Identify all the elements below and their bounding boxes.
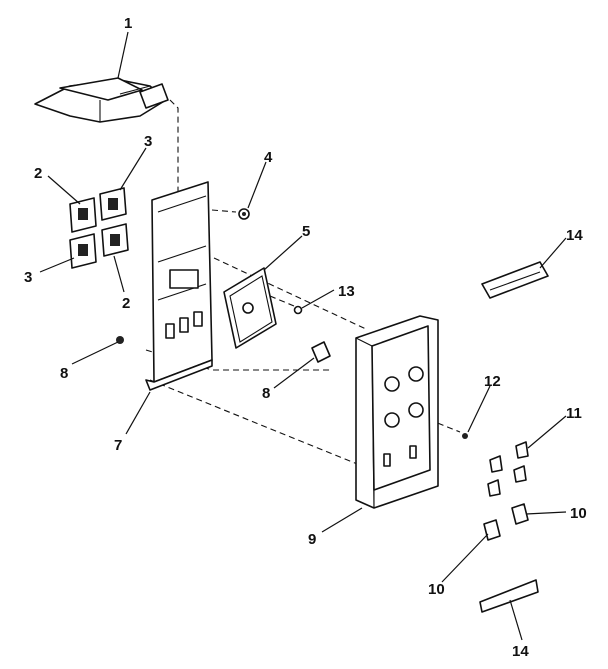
alignment-line-housing-to-screw	[269, 295, 295, 307]
part-1-cover	[34, 77, 169, 123]
callout-labels: 1 2 3 3 2 4 5 13 8 7 8 9 12 11 10 10 14 …	[24, 15, 587, 660]
part-12-nut	[462, 433, 468, 439]
alignment-line-panel-to-nut	[409, 411, 461, 433]
part-7-board	[145, 181, 213, 391]
label-12: 12	[484, 373, 501, 390]
alignment-line-screw-to-board	[211, 209, 237, 213]
label-8-right: 8	[262, 385, 270, 402]
part-14-trim-strips	[479, 261, 549, 613]
label-13: 13	[338, 283, 355, 300]
alignment-line-board-bottom-to-panel	[149, 379, 373, 471]
label-10-left: 10	[428, 581, 445, 598]
label-1: 1	[124, 15, 132, 32]
trim-strip-upper	[481, 261, 549, 299]
label-9: 9	[308, 531, 316, 548]
alignment-line-cover-to-board	[169, 99, 179, 200]
switch-top-right	[99, 187, 127, 221]
part-11-knobs	[487, 441, 529, 497]
switch-bottom-left	[69, 233, 97, 269]
part-10-knobs	[483, 503, 529, 541]
label-11: 11	[566, 405, 582, 422]
bolt-right	[311, 341, 331, 363]
label-2-upper: 2	[34, 165, 42, 182]
label-5: 5	[302, 223, 310, 240]
part-2-3-switches	[69, 187, 129, 269]
part-5-housing	[223, 267, 277, 349]
label-14-lower: 14	[512, 643, 529, 660]
trim-strip-lower	[479, 579, 539, 613]
label-3-lower: 3	[24, 269, 32, 286]
label-8-left: 8	[60, 365, 68, 382]
switch-bottom-right	[101, 223, 129, 257]
part-9-control-panel	[355, 315, 439, 509]
switch-top-left	[69, 197, 97, 233]
label-14-upper: 14	[566, 227, 583, 244]
label-2-lower: 2	[122, 295, 130, 312]
part-13-screw	[293, 305, 303, 315]
label-10-right: 10	[570, 505, 587, 522]
label-4: 4	[264, 149, 273, 166]
label-7: 7	[114, 437, 122, 454]
leader-lines	[39, 31, 567, 641]
part-8-bolts	[116, 336, 331, 363]
label-3-upper: 3	[144, 133, 152, 150]
alignment-line-board-to-panel	[213, 257, 369, 331]
part-4-screw	[238, 208, 250, 220]
